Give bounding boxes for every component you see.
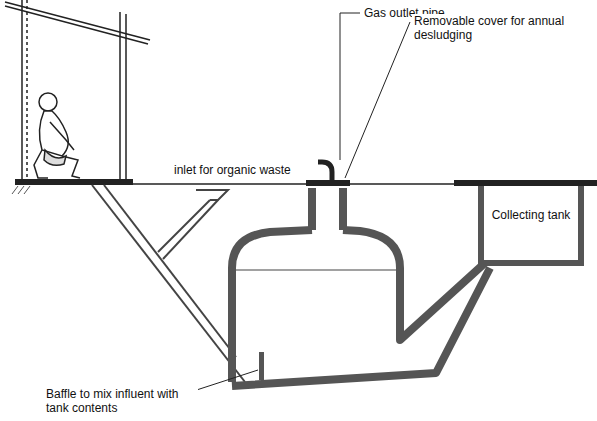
callout-label: Baffle to mix influent with tank content… (44, 387, 198, 415)
callout-label: Removable cover for annual desludging (412, 14, 576, 42)
callout-label: inlet for organic waste (172, 163, 293, 177)
tank-label: Collecting tank (490, 208, 572, 222)
collecting-tank: Collecting tank (478, 186, 584, 266)
